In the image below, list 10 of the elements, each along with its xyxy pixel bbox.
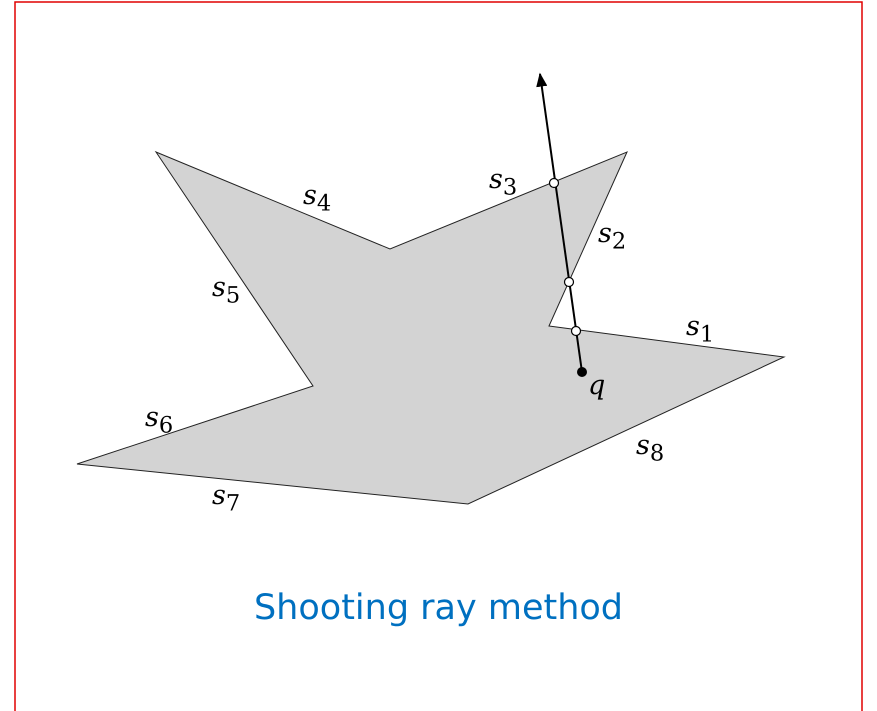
side-label: s$_{5}$ [212, 274, 240, 307]
side-label: s$_{4}$ [303, 182, 332, 215]
side-label: s$_{3}$ [489, 166, 518, 199]
side-label: s$_{1}$ [686, 313, 714, 346]
point-label: q [588, 372, 606, 399]
side-label: s$_{2}$ [598, 220, 626, 253]
caption: Shooting ray method [254, 588, 624, 628]
side-label: s$_{6}$ [145, 404, 174, 437]
side-label: s$_{8}$ [636, 432, 664, 465]
side-label: s$_{7}$ [212, 482, 240, 515]
